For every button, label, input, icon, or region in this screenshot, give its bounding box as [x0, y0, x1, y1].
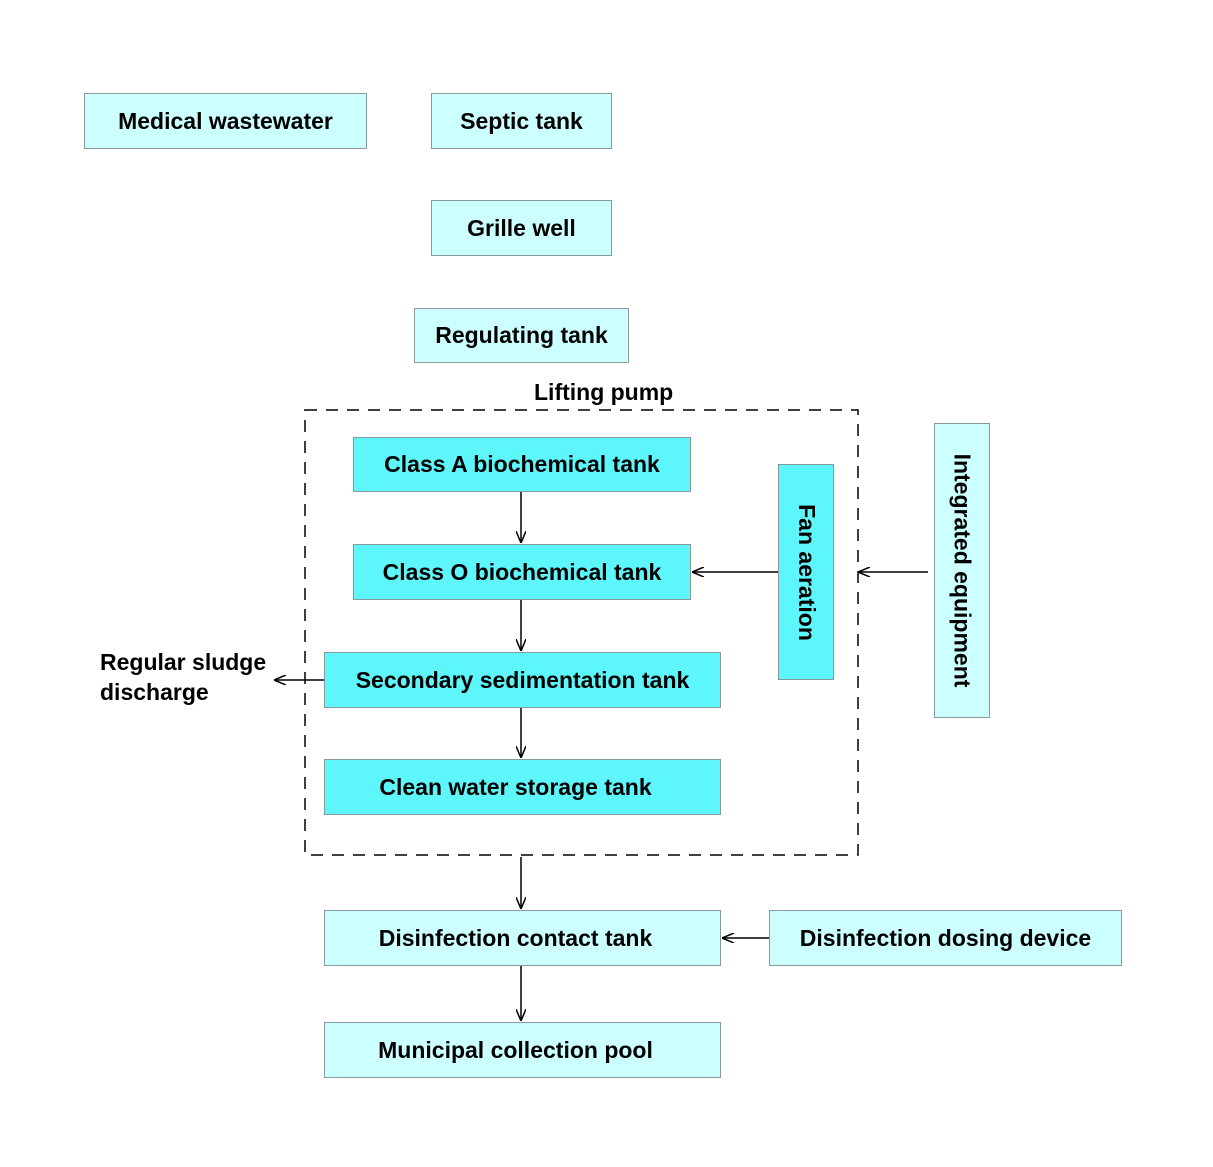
medical-wastewater-label: Medical wastewater [118, 107, 333, 134]
regulating-tank-label: Regulating tank [435, 322, 608, 348]
fan-aeration-box: Fan aeration [778, 464, 834, 680]
grille-well-label: Grille well [467, 214, 576, 241]
sludge-label-line1: Regular sludge [100, 649, 267, 675]
class-o-biochemical-tank-label: Class O biochemical tank [382, 558, 662, 585]
disinfection-contact-tank-label: Disinfection contact tank [378, 924, 653, 951]
class-a-biochemical-tank-label: Class A biochemical tank [384, 451, 660, 477]
secondary-sedimentation-tank-label: Secondary sedimentation tank [355, 666, 690, 693]
clean-water-storage-tank-label: Clean water storage tank [379, 773, 652, 800]
lifting-pump-label: Lifting pump [534, 379, 674, 405]
municipal-collection-pool-box: Municipal collection pool [324, 1022, 721, 1078]
medical-wastewater-box: Medical wastewater [84, 93, 367, 149]
integrated-equipment-box: Integrated equipment [934, 423, 990, 718]
disinfection-dosing-device-box: Disinfection dosing device [769, 910, 1122, 966]
class-o-biochemical-tank-box: Class O biochemical tank [353, 544, 691, 600]
grille-well-box: Grille well [431, 200, 612, 256]
disinfection-contact-tank-box: Disinfection contact tank [324, 910, 721, 966]
regulating-tank-box: Regulating tank [414, 308, 629, 363]
class-a-biochemical-tank-box: Class A biochemical tank [353, 437, 691, 492]
clean-water-storage-tank-box: Clean water storage tank [324, 759, 721, 815]
disinfection-dosing-device-label: Disinfection dosing device [799, 924, 1092, 951]
septic-tank-label: Septic tank [460, 107, 583, 134]
secondary-sedimentation-tank-box: Secondary sedimentation tank [324, 652, 721, 708]
municipal-collection-pool-label: Municipal collection pool [378, 1036, 653, 1063]
regular-sludge-discharge-label: Regular sludge discharge [100, 647, 266, 707]
sludge-label-line2: discharge [100, 679, 209, 705]
septic-tank-box: Septic tank [431, 93, 612, 149]
integrated-equipment-boundary [304, 409, 859, 856]
